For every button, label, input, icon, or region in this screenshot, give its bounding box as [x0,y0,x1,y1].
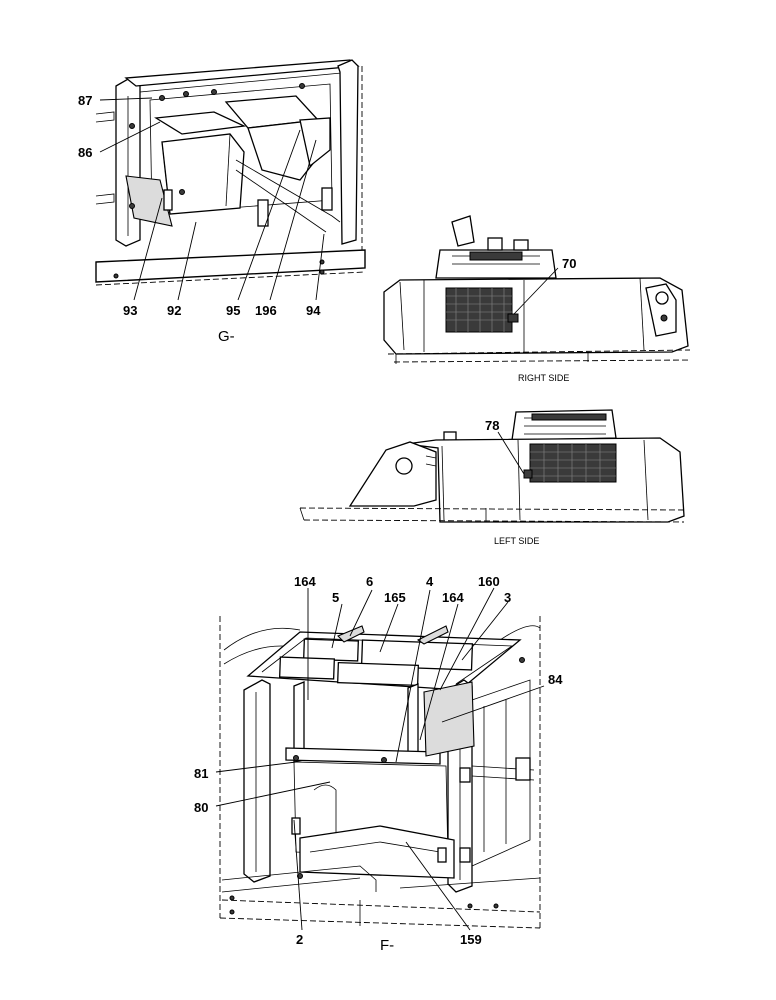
callout-2: 2 [296,932,303,947]
right-side-drawing [383,215,691,364]
callout-93: 93 [123,303,137,318]
left-side-label: LEFT SIDE [494,536,539,546]
callout-95: 95 [226,303,240,318]
callout-87: 87 [78,93,92,108]
view-g-drawing [95,59,366,286]
leader-70 [513,267,559,315]
leader-78 [497,431,525,475]
callout-3: 3 [504,590,511,605]
callout-92: 92 [167,303,181,318]
callout-6: 6 [366,574,373,589]
view-f-label: F- [380,937,394,954]
view-g-label: G- [218,328,235,345]
callout-196: 196 [255,303,277,318]
callout-84: 84 [548,672,563,687]
callout-4: 4 [426,574,434,589]
callout-70: 70 [562,256,576,271]
callout-94: 94 [306,303,321,318]
callout-164-right: 164 [442,590,464,605]
callout-159: 159 [460,932,482,947]
callout-81: 81 [194,766,208,781]
callout-5: 5 [332,590,339,605]
callout-86: 86 [78,145,92,160]
callout-160: 160 [478,574,500,589]
right-side-label: RIGHT SIDE [518,373,569,383]
view-f-leaders [215,587,545,931]
callout-165: 165 [384,590,406,605]
view-g-leaders [99,97,325,301]
left-side-drawing [299,409,685,523]
callout-164-left: 164 [294,574,316,589]
view-f-drawing [219,616,541,929]
callout-80: 80 [194,800,208,815]
callout-78: 78 [485,418,499,433]
